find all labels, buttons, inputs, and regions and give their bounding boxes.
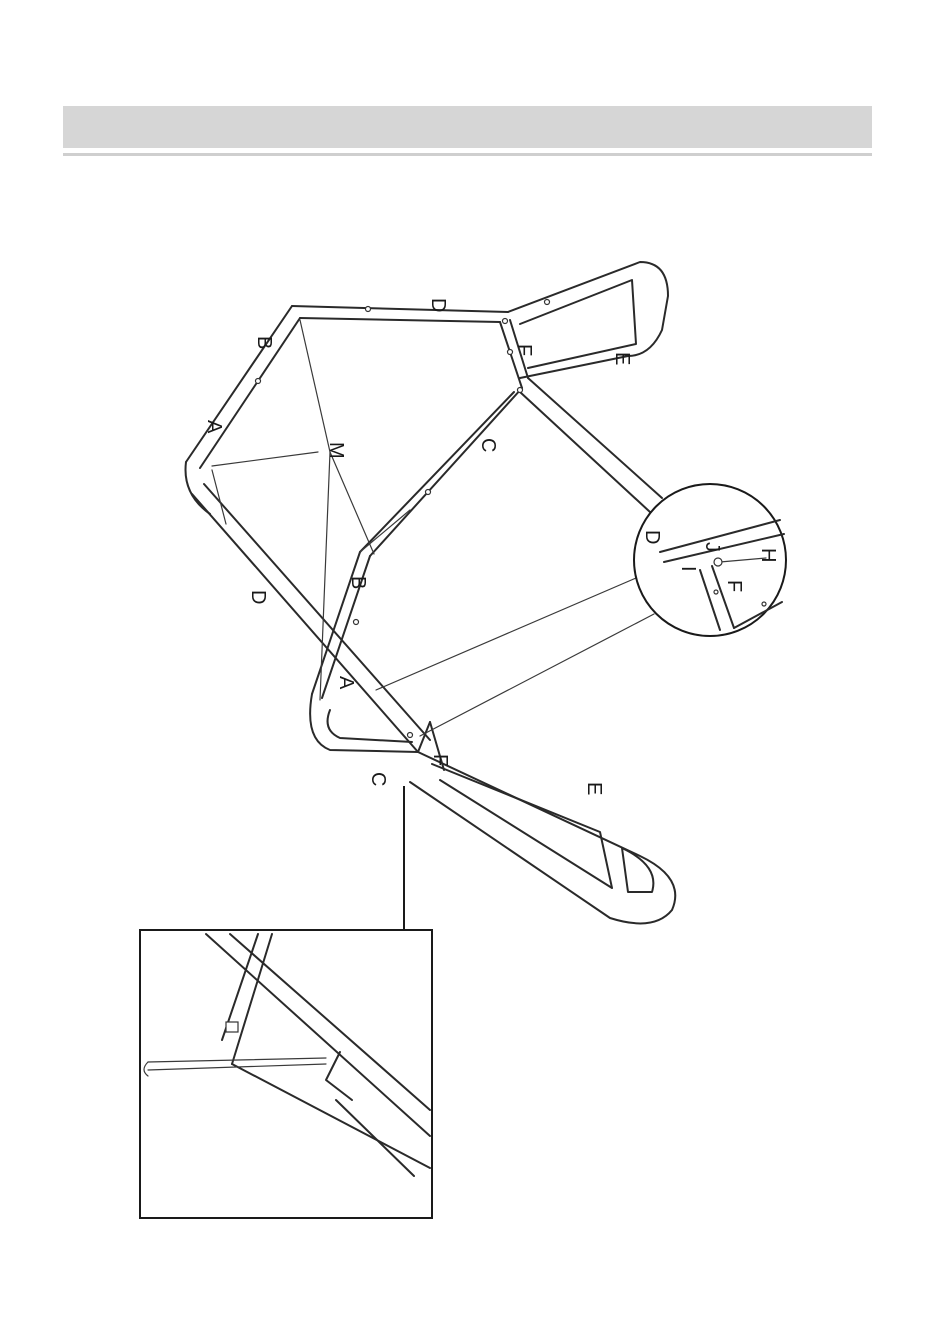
chain-detail-inset (140, 930, 432, 1218)
label-d-top: D (427, 298, 449, 312)
label-c-mid: C (477, 438, 499, 452)
label-f-bottom: F (429, 754, 451, 766)
label-e-bottom: E (583, 782, 605, 795)
label-a-top: A (203, 420, 225, 434)
detail-label-h: H (757, 548, 779, 562)
label-a-bottom: A (335, 676, 357, 690)
detail-label-i: I (677, 566, 699, 572)
detail-label-j: J (701, 542, 723, 552)
bolt-holes (256, 300, 550, 738)
detail-label-d: D (641, 530, 663, 544)
label-c-bottom: C (367, 772, 389, 786)
part-labels: D B F E A M C B D A F C E (203, 298, 633, 795)
label-f-top: F (513, 344, 535, 356)
detail-circle: D J H I F (634, 484, 786, 636)
detail-leader-lines (376, 578, 654, 736)
label-b-mid: B (347, 576, 369, 589)
label-m: M (325, 442, 347, 459)
m-cables (212, 320, 410, 700)
detail-label-f: F (723, 580, 745, 592)
label-d-left: D (247, 590, 269, 604)
label-e-top: E (611, 352, 633, 365)
label-b-top: B (253, 336, 275, 349)
